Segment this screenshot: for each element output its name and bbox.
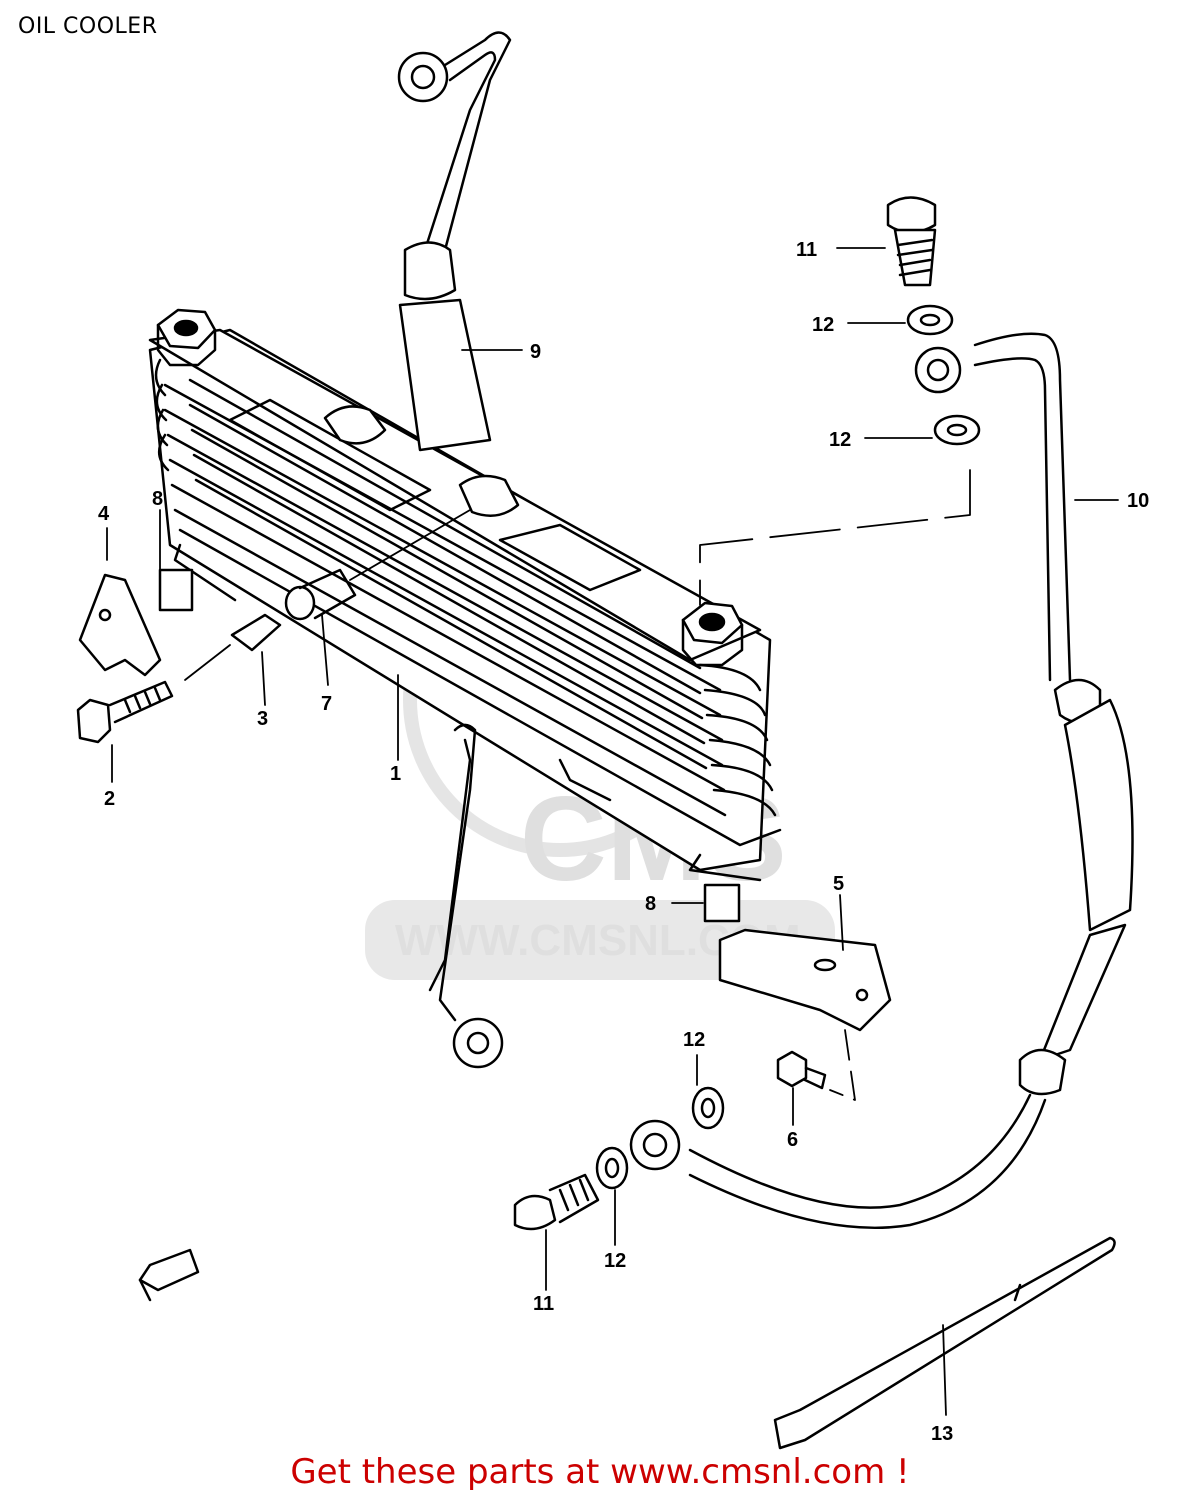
callout-8-left: 8 (152, 488, 163, 510)
bolt-right (776, 1050, 827, 1090)
callout-10: 10 (1127, 490, 1149, 512)
callout-5: 5 (833, 873, 844, 895)
grommet (284, 568, 357, 621)
callouts: 1 2 3 4 5 6 7 8 8 9 10 11 11 12 12 12 12… (98, 239, 1149, 1445)
union-bolt-lower (513, 1173, 600, 1231)
page-title: OIL COOLER (18, 14, 158, 39)
washer-d (595, 1146, 629, 1190)
right-bracket (718, 928, 892, 1032)
footer-link[interactable]: Get these parts at www.cmsnl.com ! (290, 1452, 910, 1492)
union-bolt-upper (886, 196, 937, 287)
washer-b (933, 414, 981, 446)
collar (230, 613, 282, 652)
callout-11-lower: 11 (533, 1293, 554, 1315)
callout-6: 6 (787, 1129, 798, 1151)
callout-3: 3 (257, 708, 268, 730)
left-bracket (78, 573, 162, 677)
front-arrow-icon (138, 1248, 200, 1302)
callout-4: 4 (98, 503, 110, 525)
callout-8-right: 8 (645, 893, 656, 915)
callout-11-upper: 11 (796, 239, 817, 261)
washer-c (691, 1086, 725, 1130)
callout-13: 13 (931, 1423, 953, 1445)
callout-12-c: 12 (683, 1029, 705, 1051)
callout-1: 1 (390, 763, 401, 785)
right-oil-hose (629, 332, 1134, 1230)
washer-a (906, 304, 954, 336)
callout-12-a: 12 (812, 314, 834, 336)
callout-9: 9 (530, 341, 541, 363)
upper-oil-hose (397, 31, 512, 452)
lower-oil-hose (428, 723, 504, 1069)
clip-right (703, 883, 741, 923)
oil-cooler-core (148, 308, 782, 882)
callout-2: 2 (104, 788, 115, 810)
bolt-left (76, 680, 174, 744)
clip-left (158, 568, 194, 612)
callout-12-b: 12 (829, 429, 851, 451)
callout-12-d: 12 (604, 1250, 626, 1272)
callout-7: 7 (321, 693, 332, 715)
cable-tie (773, 1236, 1116, 1450)
